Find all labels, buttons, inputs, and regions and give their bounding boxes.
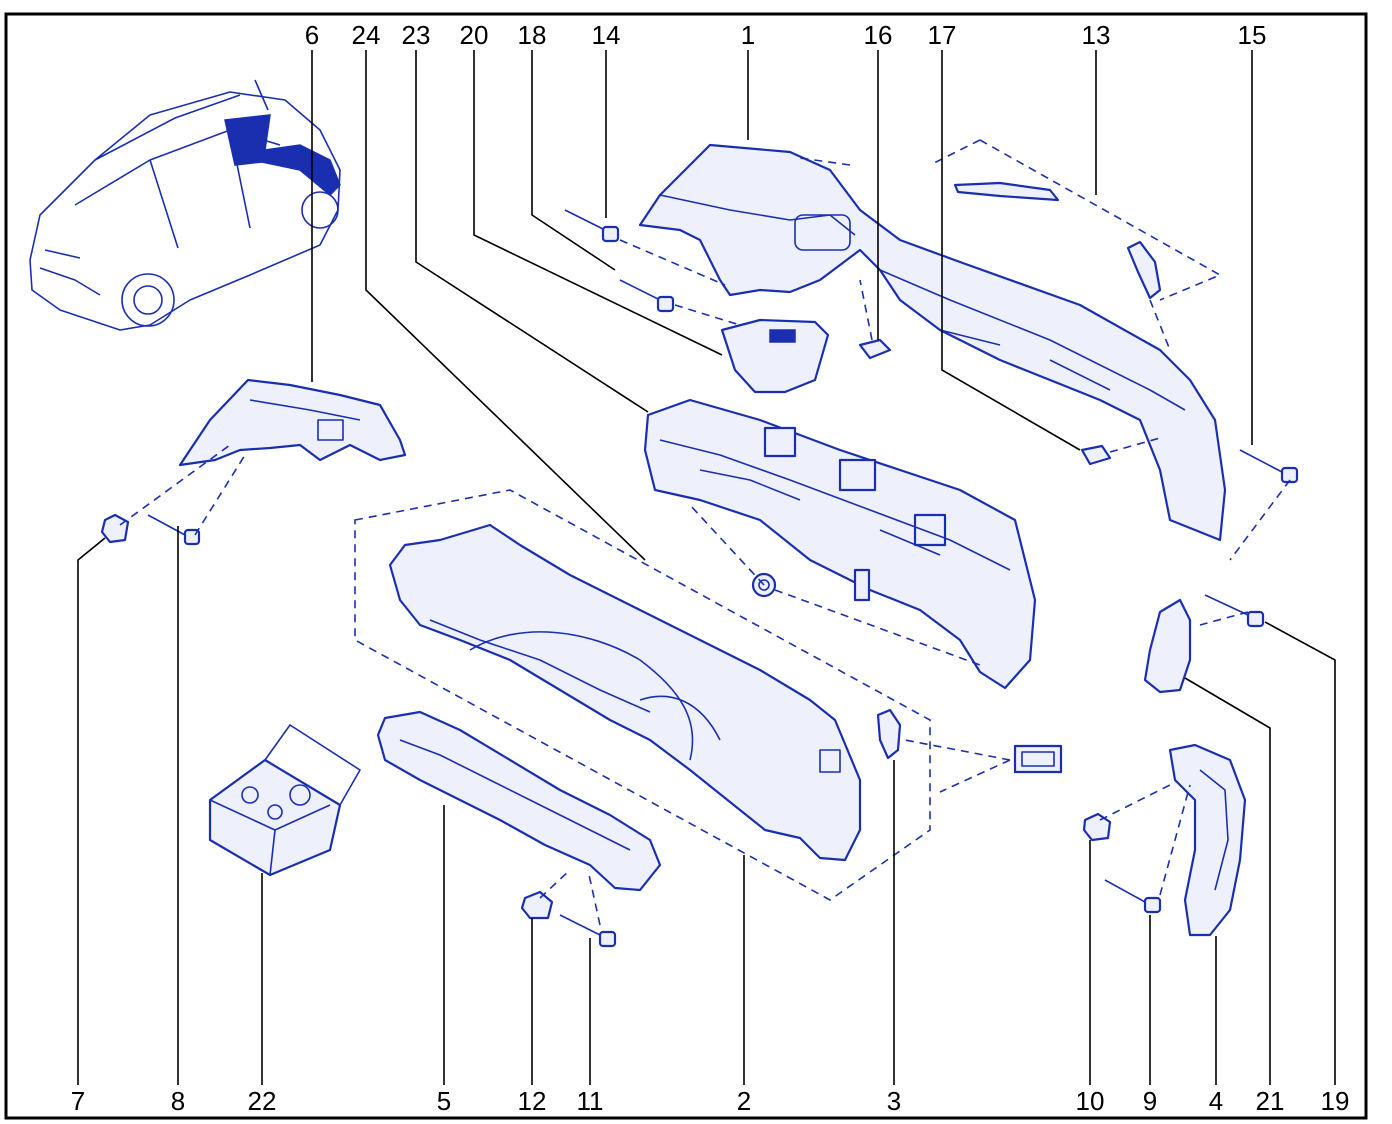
callout-14: 14 [592,20,621,50]
callout-4: 4 [1209,1086,1223,1116]
callout-8: 8 [171,1086,185,1116]
part-3-retainer [876,708,902,760]
part-2-lower-panel [354,489,931,901]
leader-lines [77,50,1336,1085]
part-20-center-insert [720,318,830,394]
callout-11: 11 [577,1086,604,1116]
callout-12: 12 [518,1086,547,1116]
part-16-clip [858,338,892,360]
callout-24: 24 [352,20,381,50]
part-15-rivet [1239,449,1299,484]
callout-10: 10 [1076,1086,1105,1116]
callout-7: 7 [71,1086,85,1116]
callout-18: 18 [518,20,547,50]
callout-2: 2 [737,1086,751,1116]
part-13-trim-strips [929,139,1222,301]
part-6-left-bracket [178,378,407,467]
callout-21: 21 [1256,1086,1285,1116]
part-5-lower-absorber [376,710,662,892]
part-17-clip [1080,444,1112,466]
callout-5: 5 [437,1086,451,1116]
bottom-callouts: 7 8 22 5 12 11 2 3 10 9 4 21 19 [71,1086,1350,1116]
part-1-bumper-cover [638,143,1227,542]
vehicle-locator-illustration [29,79,341,331]
part-14-rivet [564,209,620,243]
callout-20: 20 [460,20,489,50]
part-12-clip [520,890,554,920]
part-10-clip [1082,812,1112,842]
part-21-corner-trim [1143,598,1192,694]
callout-17: 17 [928,20,957,50]
callout-23: 23 [402,20,431,50]
part-11-rivet [559,914,617,948]
callout-22: 22 [248,1086,277,1116]
part-22-repair-kit [208,724,361,877]
callout-13: 13 [1082,20,1111,50]
callout-6: 6 [305,20,319,50]
label-tag [1013,744,1063,774]
part-9-rivet [1104,879,1162,914]
part-19-rivet [1204,594,1265,628]
assembly-arrows [119,157,1291,926]
part-18-rivet [619,279,675,313]
callout-15: 15 [1238,20,1267,50]
callout-9: 9 [1143,1086,1157,1116]
top-callouts: 6 24 23 20 18 14 1 16 17 13 15 [305,20,1267,50]
part-7-clip [100,513,130,544]
callout-1: 1 [741,20,755,50]
part-8-rivet [147,514,201,546]
callout-16: 16 [864,20,893,50]
part-4-right-bracket [1168,743,1247,937]
callout-19: 19 [1321,1086,1350,1116]
part-23-absorber [643,398,1037,690]
diagram-frame-border [4,12,1368,1120]
callout-3: 3 [887,1086,901,1116]
